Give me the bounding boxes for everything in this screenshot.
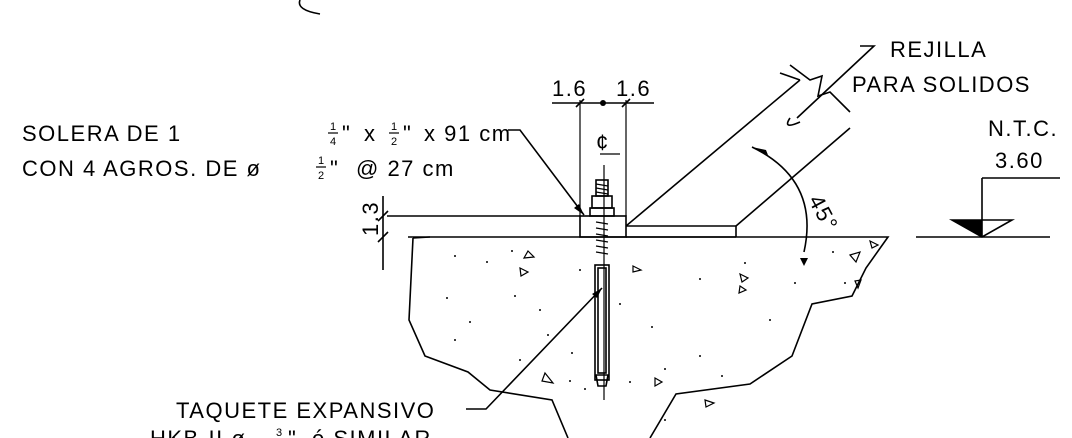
concrete-slab bbox=[408, 236, 890, 438]
rejilla-label-line2: PARA SOLIDOS bbox=[852, 72, 1031, 97]
frac-1-4-num: 1 bbox=[330, 121, 336, 133]
centerline-symbol: ¢ bbox=[596, 130, 610, 155]
arc-fragment bbox=[298, 0, 321, 15]
angle-arrow-bottom bbox=[800, 258, 808, 266]
dim-right-width: 1.6 bbox=[616, 76, 651, 101]
taquete-text-2a: HKB-II ø bbox=[150, 426, 246, 438]
angle-arrow-top bbox=[752, 147, 768, 155]
taquete-text-2b: ó SIMILAR bbox=[312, 426, 432, 438]
ntc-triangle-outline bbox=[948, 219, 1016, 238]
frac-1-2b-den: 2 bbox=[318, 170, 324, 182]
rejilla-leader-hook bbox=[786, 117, 801, 126]
solera-text-1c: x 91 cm bbox=[424, 121, 512, 146]
solera-text-1b: x bbox=[364, 121, 377, 146]
frac-1-2b-num: 1 bbox=[318, 155, 324, 167]
aggregate-dots bbox=[446, 250, 846, 421]
solera-callout: SOLERA DE 1 1 4 " x 1 2 " x 91 cm CON 4 … bbox=[22, 121, 585, 216]
frac-1-2a-den: 2 bbox=[391, 136, 397, 148]
solera-plate bbox=[579, 215, 627, 238]
inch-mark-3: " bbox=[330, 156, 339, 181]
frac-3-8-num: 3 bbox=[276, 427, 282, 438]
inch-mark-4: " bbox=[288, 426, 297, 438]
rejilla-leader bbox=[796, 45, 877, 119]
frac-1-2a-num: 1 bbox=[391, 121, 397, 133]
taquete-text-1: TAQUETE EXPANSIVO bbox=[176, 398, 435, 423]
dim-height: 1.3 bbox=[358, 201, 383, 236]
anchor-bolt bbox=[589, 165, 615, 400]
solera-text-2a: CON 4 AGROS. DE ø bbox=[22, 156, 261, 181]
rejilla-grate bbox=[625, 64, 851, 227]
dim-left-width: 1.6 bbox=[552, 76, 587, 101]
angle-label: 45° bbox=[804, 191, 844, 236]
aggregate-triangles bbox=[519, 239, 880, 408]
solera-text-2b: @ 27 cm bbox=[356, 156, 455, 181]
height-dimension bbox=[377, 196, 389, 270]
inch-mark-1: " bbox=[342, 121, 351, 146]
frac-1-4-den: 4 bbox=[330, 136, 336, 148]
ntc-label: N.T.C. bbox=[988, 116, 1058, 141]
ntc-value: 3.60 bbox=[995, 148, 1044, 173]
rejilla-label-line1: REJILLA bbox=[890, 37, 987, 62]
inch-mark-2: " bbox=[403, 121, 412, 146]
taquete-callout: TAQUETE EXPANSIVO HKB-II ø 3 " ó SIMILAR bbox=[150, 287, 603, 438]
solera-text-1a: SOLERA DE 1 bbox=[22, 121, 182, 146]
angle-arc bbox=[751, 146, 808, 253]
width-dimension bbox=[552, 98, 654, 216]
